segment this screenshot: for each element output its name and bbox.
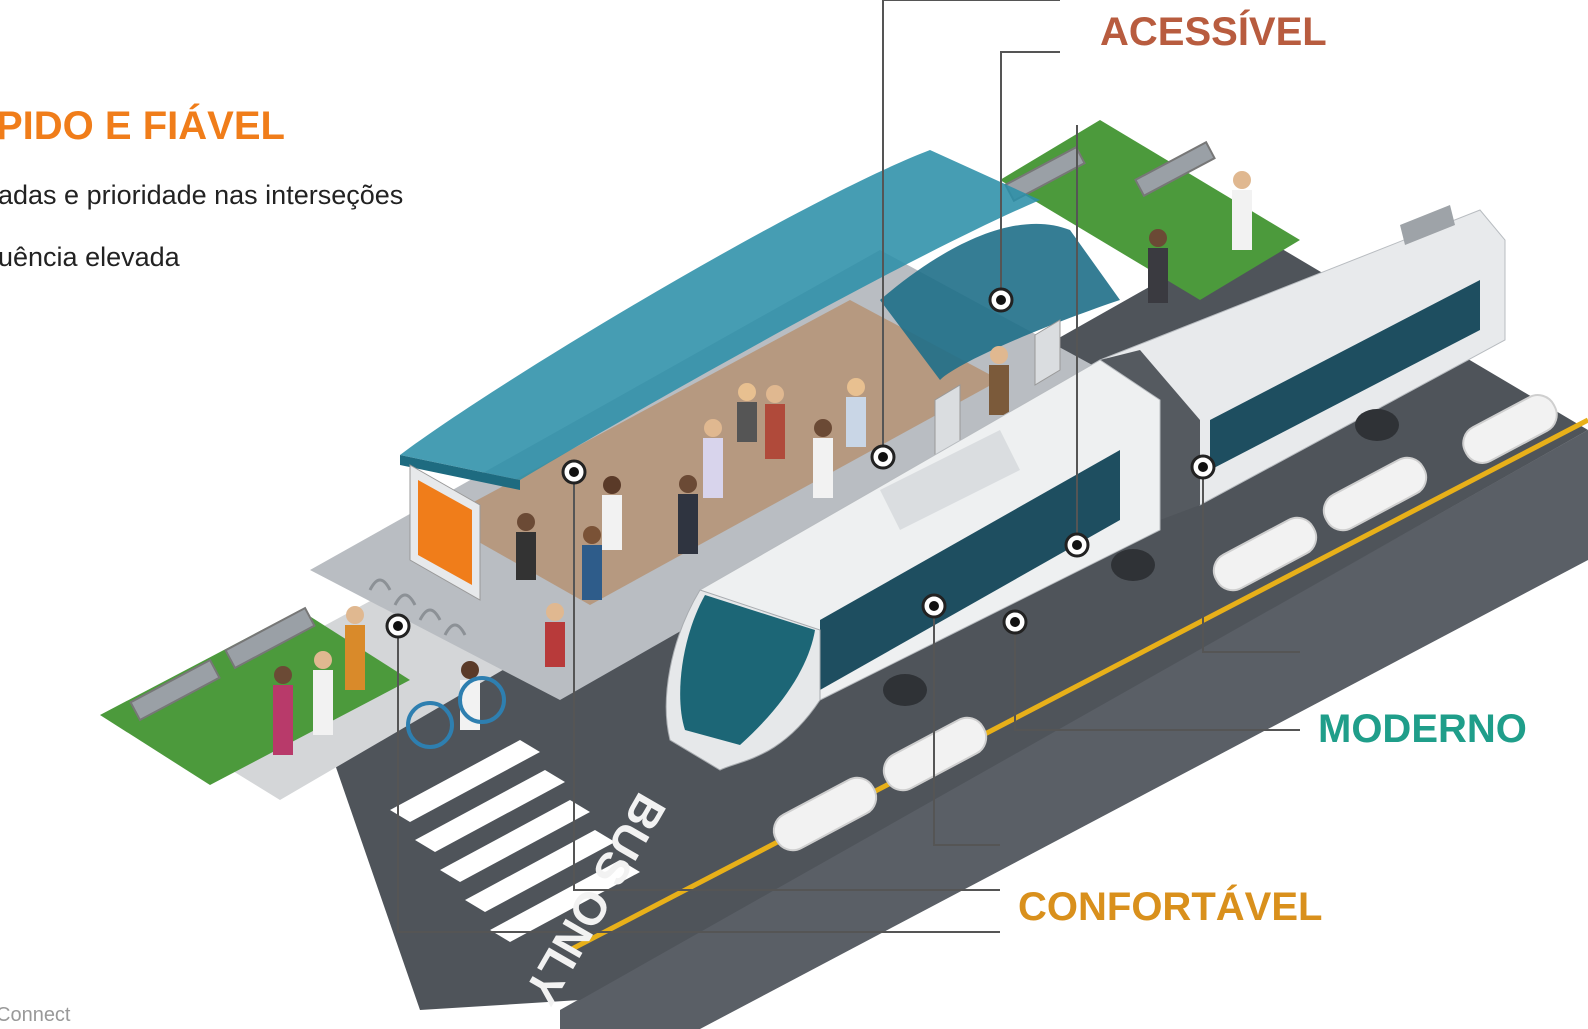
- leader-moderno-3: [1014, 622, 1300, 731]
- label-moderno: MODERNO: [1318, 707, 1527, 751]
- leader-acessivel-1: [882, 0, 1060, 457]
- label-confortavel: CONFORTÁVEL: [1018, 885, 1323, 929]
- leader-moderno-2: [1202, 467, 1300, 653]
- bus: [665, 205, 1506, 771]
- lane-line-1: [568, 417, 1588, 953]
- leader-confortavel-3: [397, 626, 1000, 933]
- title-rapido-e-fiavel: PIDO E FIÁVEL: [0, 104, 285, 148]
- callout-lines: [397, 0, 1300, 933]
- benches: [129, 140, 1216, 722]
- footer-text: Connect: [0, 1004, 71, 1026]
- leader-confortavel-2: [573, 472, 1000, 891]
- people: [273, 171, 1252, 755]
- label-acessivel: ACESSÍVEL: [1100, 10, 1327, 54]
- feature-bullet-1: adas e prioridade nas interseções: [0, 180, 404, 210]
- callout-dots: [385, 287, 1216, 639]
- grass-patch-left: [100, 610, 410, 785]
- atm-machines: [934, 319, 1061, 461]
- lane-separators: [772, 394, 1558, 852]
- feature-bullet-2: uência elevada: [0, 242, 180, 272]
- leader-confortavel-1: [933, 606, 1000, 846]
- bike-rack: [368, 578, 467, 636]
- crosswalk: [390, 740, 640, 942]
- ad-panel: [409, 464, 481, 601]
- leader-acessivel-2: [1000, 51, 1060, 300]
